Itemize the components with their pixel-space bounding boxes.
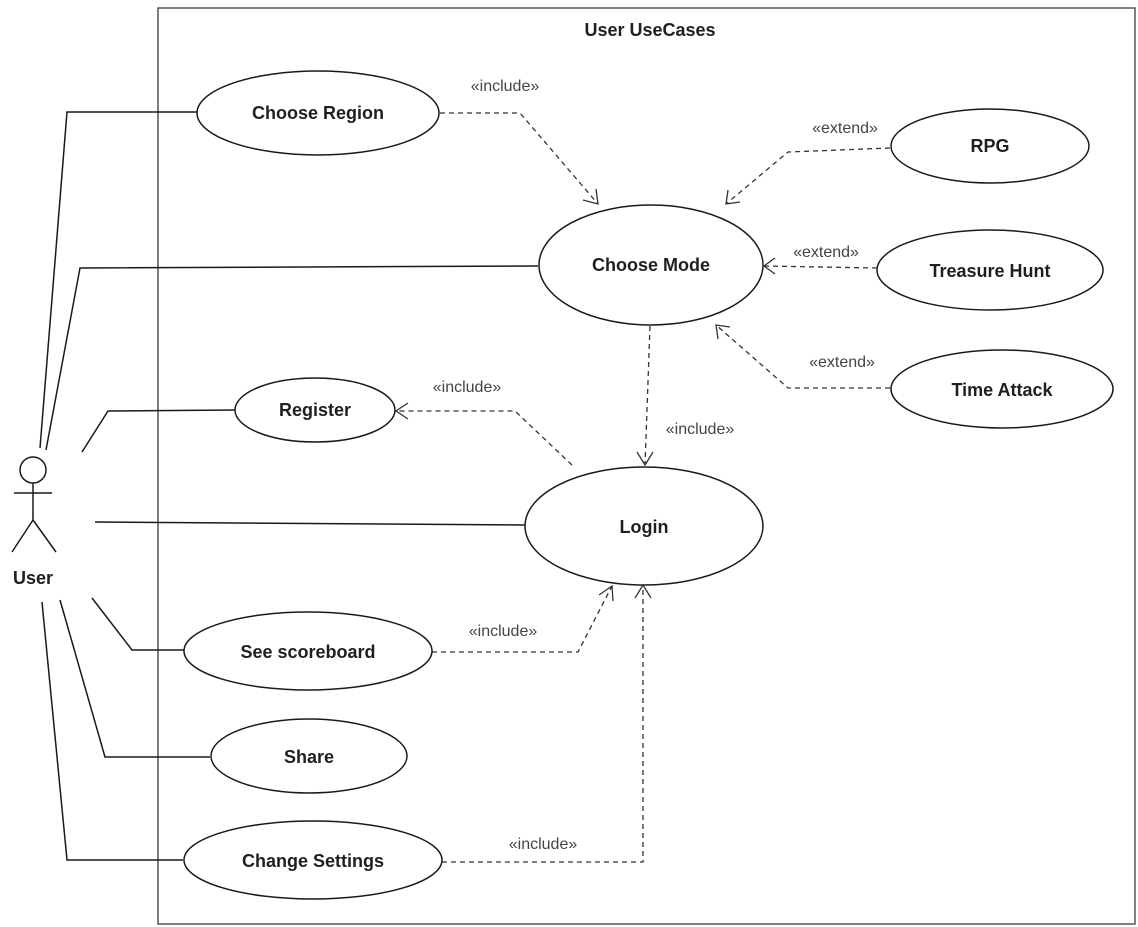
include-login-register [396,410,573,466]
usecase-rpg[interactable]: RPG [890,108,1090,184]
usecase-ellipse [890,108,1090,184]
usecase-label: Share [284,747,334,767]
label-extend-timeattack: «extend» [809,354,875,371]
usecase-label: RPG [970,136,1009,156]
actor-left-leg [11,519,34,553]
usecase-ellipse [183,611,433,691]
usecase-choose-region[interactable]: Choose Region [196,70,440,156]
include-settings-login [442,585,644,863]
assoc-change-settings [41,601,183,861]
usecase-change-settings[interactable]: Change Settings [183,820,443,900]
usecase-label: Choose Region [252,103,384,123]
arrowhead [636,451,654,467]
arrowhead [598,584,614,602]
arrowhead [725,189,741,205]
usecase-ellipse [183,820,443,900]
system-title: User UseCases [584,20,715,40]
usecase-ellipse [234,377,396,443]
usecase-label: Treasure Hunt [929,261,1050,281]
usecase-label: Login [620,517,669,537]
include-scoreboard-login [432,585,613,653]
usecase-ellipse [876,229,1104,311]
extend-timeattack-mode [715,324,890,389]
label-include-login-register: «include» [433,379,502,396]
usecase-ellipse [210,718,408,794]
actor-head [19,456,47,484]
assoc-login [94,521,527,526]
extend-treasure-mode [763,265,878,269]
arrowhead [715,324,731,340]
usecase-time-attack[interactable]: Time Attack [890,349,1114,429]
label-include-region-mode: «include» [471,78,540,95]
label-include-scoreboard: «include» [469,623,538,640]
usecase-treasure-hunt[interactable]: Treasure Hunt [876,229,1104,311]
usecase-label: Change Settings [242,851,384,871]
assoc-choose-region [39,111,197,449]
arrowhead [394,402,409,420]
extend-rpg-mode [725,147,891,205]
label-include-settings: «include» [509,836,578,853]
assoc-register [81,409,236,453]
usecase-login[interactable]: Login [524,466,764,586]
usecase-share[interactable]: Share [210,718,408,794]
usecase-label: Register [279,400,351,420]
usecase-label: Time Attack [951,380,1053,400]
usecase-label: Choose Mode [592,255,710,275]
actor-label: User [13,568,53,588]
label-extend-treasure: «extend» [793,244,859,261]
usecase-choose-mode[interactable]: Choose Mode [538,204,764,326]
actor-right-leg [32,519,57,553]
usecase-ellipse [196,70,440,156]
usecase-ellipse [538,204,764,326]
label-extend-rpg: «extend» [812,120,878,137]
label-include-mode-login: «include» [666,421,735,438]
assoc-share [59,599,210,758]
usecase-label: See scoreboard [240,642,375,662]
usecase-see-scoreboard[interactable]: See scoreboard [183,611,433,691]
actor-user[interactable]: User [11,456,57,588]
arrowhead [582,188,599,205]
assoc-see-scoreboard [91,597,184,651]
usecase-register[interactable]: Register [234,377,396,443]
usecase-ellipse [890,349,1114,429]
usecase-ellipse [524,466,764,586]
assoc-choose-mode [45,265,539,451]
arrowhead [762,257,776,275]
